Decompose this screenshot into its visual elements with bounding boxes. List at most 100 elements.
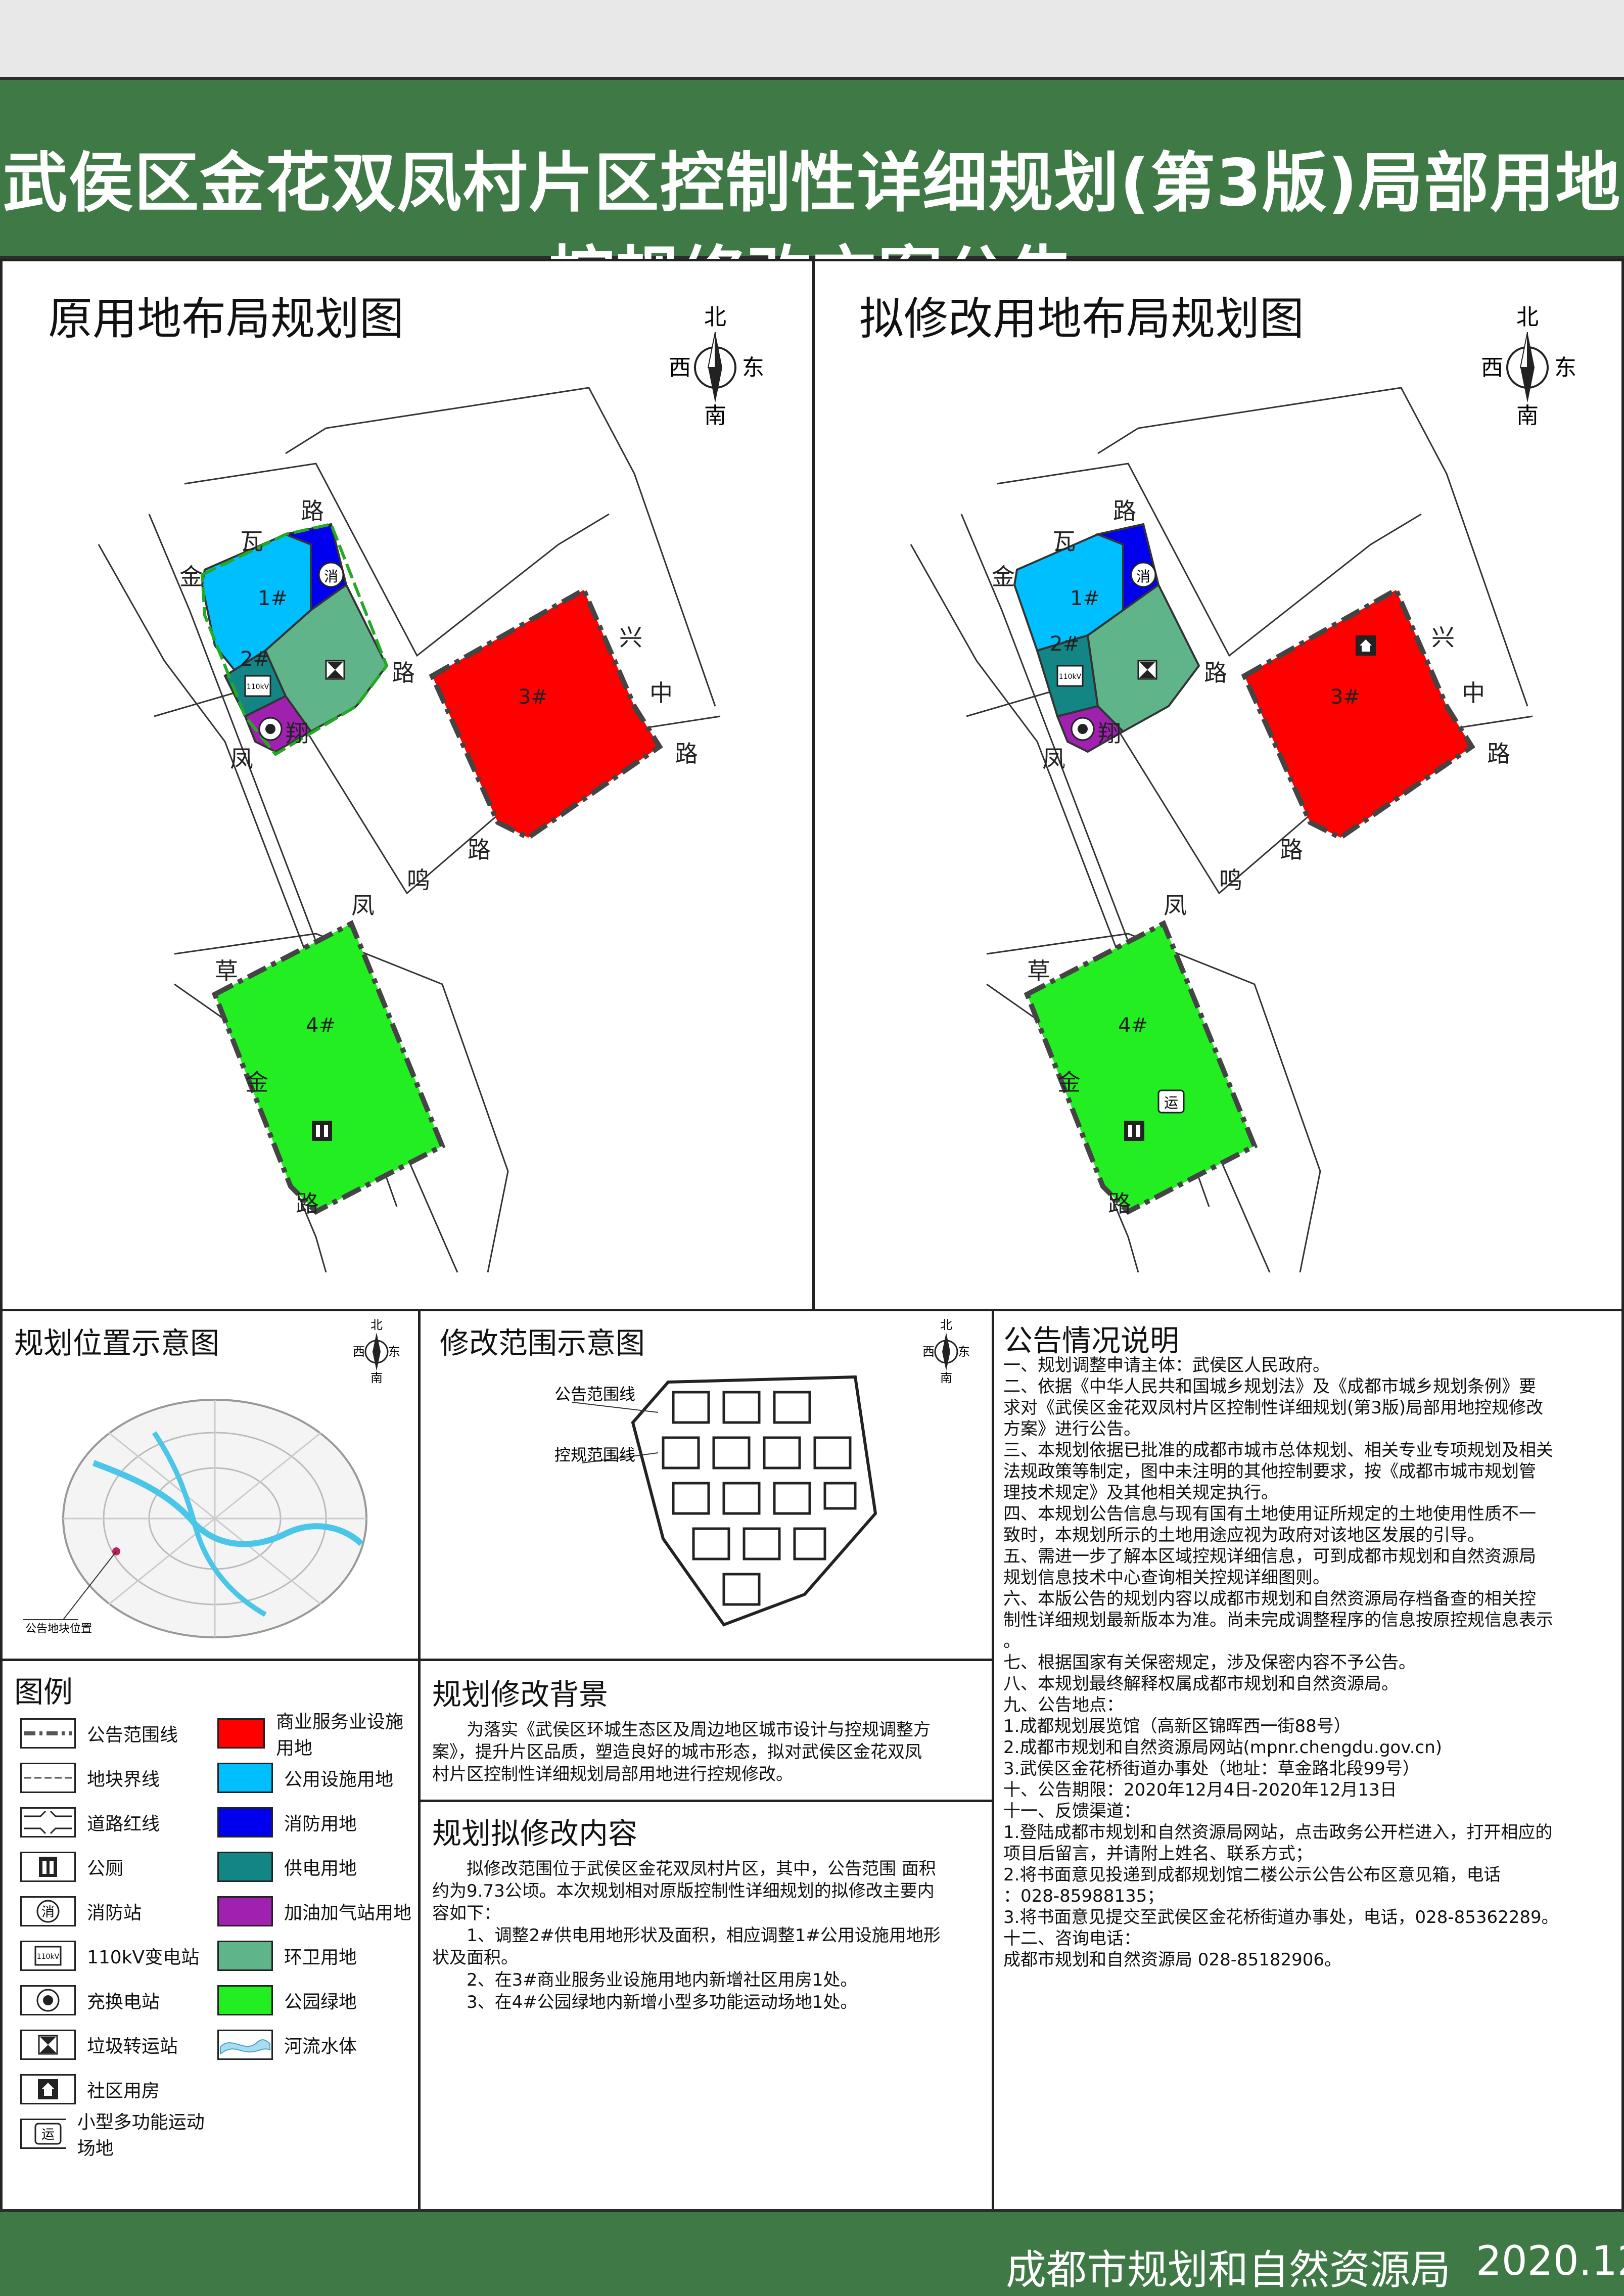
revised-land-use-map: 北 西 东 南 1# 2# 3# 4# 消 110kV 运 金 瓦 路 路 翔 …: [910, 304, 1576, 1273]
road-label: 路: [1487, 740, 1510, 767]
compass-north: 北: [704, 304, 726, 330]
charging-station-icon: [1071, 717, 1095, 741]
legend-item: 公告范围线: [20, 1711, 212, 1756]
parcel-label-1: 1#: [258, 587, 288, 610]
svg-text:运: 运: [41, 2127, 55, 2142]
legend-item: 商业服务业设施用地: [217, 1711, 414, 1759]
road-label: 凤: [1164, 892, 1187, 919]
legend-left-column: 公告范围线 地块界线 道路红线 公厕 消 消防站 110kV 110kV变电站 …: [20, 1711, 212, 2159]
background-text: 为落实《武侯区环城生态区及周边地区城市设计与控规调整方 案》，提升片区品质，塑造…: [432, 1720, 931, 1784]
original-land-use-map: 北 西 东 南 1# 2# 3# 4# 消 110kV 金 瓦 路 路 翔 凤 …: [98, 304, 764, 1273]
svg-text:南: 南: [370, 1371, 383, 1385]
river-swatch: [217, 2030, 273, 2060]
road-label: 瓦: [1052, 528, 1076, 555]
content-title: 规划拟修改内容: [432, 1816, 638, 1851]
road-label: 鸣: [1219, 866, 1242, 894]
road-label: 路: [1108, 1190, 1131, 1217]
footer-authority: 成都市规划和自然资源局: [1006, 2246, 1451, 2293]
garbage-transfer-icon: [1137, 660, 1157, 680]
road-label: 中: [649, 679, 673, 707]
road-label: 路: [1204, 659, 1227, 686]
compass-west: 西: [669, 355, 691, 381]
road-label: 翔: [286, 720, 309, 747]
sanitation-swatch: [217, 1941, 273, 1971]
road-label: 鸣: [407, 866, 430, 894]
community-house-icon: [1356, 635, 1376, 656]
toilet-icon: [1124, 1121, 1144, 1141]
notice-boundary-line-icon: [20, 1718, 76, 1749]
commercial-swatch: [217, 1718, 265, 1749]
sports-field-icon: 运: [1157, 1089, 1185, 1114]
park-swatch: [217, 1985, 273, 2015]
svg-text:西: 西: [353, 1345, 365, 1359]
road-label: 路: [392, 659, 415, 686]
fire-station-icon: 消: [318, 562, 344, 588]
road-label: 路: [1280, 836, 1303, 863]
fire-land-swatch: [217, 1807, 273, 1838]
svg-text:110kV: 110kV: [37, 1953, 60, 1961]
legend-item: 消 消防站: [20, 1889, 212, 1934]
top-strip: [0, 0, 1624, 79]
charging-station-icon: [258, 717, 283, 741]
legend-item: 公用设施用地: [217, 1756, 414, 1800]
parcel-3-commercial: [429, 586, 663, 841]
legend-item: 地块界线: [20, 1756, 212, 1800]
parcel-label-1: 1#: [1070, 587, 1100, 610]
power-land-swatch: [217, 1852, 273, 1882]
substation-icon: 110kV: [1056, 665, 1084, 687]
svg-text:北: 北: [940, 1318, 952, 1332]
gas-station-swatch: [217, 1896, 273, 1926]
road-label: 金: [992, 563, 1015, 590]
svg-text:北: 北: [370, 1318, 383, 1332]
road-label: 路: [468, 836, 491, 863]
background-title: 规划修改背景: [432, 1677, 609, 1712]
legend-item: 110kV 110kV变电站: [20, 1934, 212, 1978]
compass-east: 东: [742, 355, 764, 381]
control-boundary-label: 控规范围线: [554, 1445, 635, 1464]
location-map: 北 西 东 南 公告地块位置: [23, 1318, 400, 1638]
road-label: 金: [179, 563, 203, 590]
compass-icon: 北 西 东 南: [922, 1318, 970, 1385]
toilet-icon: [20, 1852, 76, 1882]
svg-text:110kV: 110kV: [1059, 673, 1082, 681]
road-label: 凤: [1042, 745, 1065, 772]
road-label: 路: [675, 740, 698, 767]
svg-text:运: 运: [1164, 1094, 1178, 1111]
legend-item: 垃圾转运站: [20, 2023, 212, 2067]
svg-text:东: 东: [388, 1345, 400, 1359]
svg-text:110kV: 110kV: [247, 683, 269, 691]
fire-station-icon: 消: [1130, 562, 1156, 588]
substation-icon: 110kV: [20, 1941, 76, 1971]
fire-station-icon: 消: [20, 1896, 76, 1926]
road-label: 金: [1057, 1069, 1081, 1096]
community-house-icon: [20, 2074, 76, 2104]
road-label: 草: [215, 957, 238, 985]
legend-item: 社区用房: [20, 2067, 212, 2111]
section-divider: [418, 1800, 994, 1802]
content-text: 拟修改范围位于武侯区金花双凤村片区，其中，公告范围 面积 约为9.73公顷。本次…: [432, 1859, 941, 2012]
parcel-label-3: 3#: [1330, 685, 1360, 709]
notice-body: 一、规划调整申请主体：武侯区人民政府。 二、依据《中华人民共和国城乡规划法》及《…: [1003, 1355, 1559, 1970]
scope-map-title: 修改范围示意图: [440, 1326, 645, 1360]
original-panel-title: 原用地布局规划图: [48, 293, 404, 345]
parcel-label-2: 2#: [1050, 632, 1080, 656]
garbage-transfer-icon: [20, 2030, 76, 2060]
road-label: 草: [1027, 957, 1050, 985]
svg-text:南: 南: [940, 1371, 952, 1385]
compass-icon: 北 西 东 南: [353, 1318, 400, 1385]
road-label: 路: [1113, 497, 1136, 525]
notice-boundary-small: [200, 522, 389, 756]
compass-west: 西: [1481, 355, 1503, 381]
road-label: 兴: [619, 624, 642, 651]
svg-text:西: 西: [922, 1345, 935, 1359]
svg-text:东: 东: [958, 1345, 970, 1359]
parcel-label-4: 4#: [306, 1014, 336, 1037]
legend-item: 充换电站: [20, 1978, 212, 2023]
project-location-label: 公告地块位置: [25, 1623, 92, 1635]
road-redline-icon: [20, 1807, 76, 1838]
garbage-transfer-icon: [325, 660, 345, 680]
scope-map: 北 西 东 南 公告范围线 控规范围线: [554, 1318, 970, 1627]
title-bar: 武侯区金花双凤村片区控制性详细规划(第3版)局部用地控规修改方案公告: [0, 77, 1624, 314]
charging-station-icon: [20, 1985, 76, 2015]
road-label: 兴: [1431, 624, 1455, 651]
